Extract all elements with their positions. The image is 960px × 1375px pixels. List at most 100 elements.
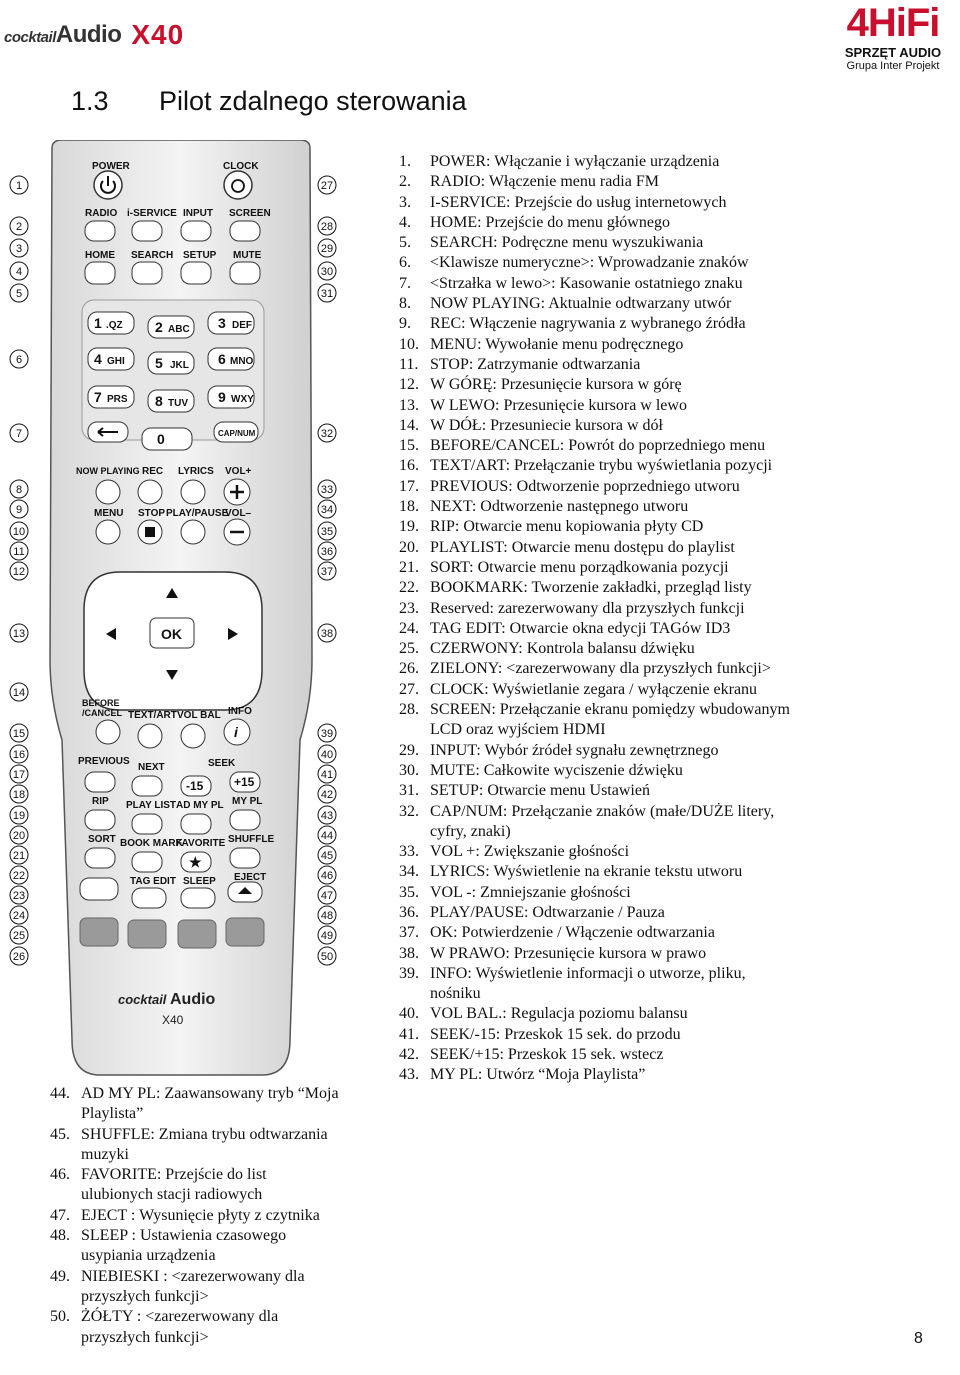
callout-circle <box>9 825 29 845</box>
item-text: VOL +: Zwiększanie głośności <box>430 843 630 861</box>
key-9 <box>207 385 255 409</box>
list-item: 1.POWER: Włączanie i wyłączanie urządzen… <box>399 152 794 172</box>
label-playlist: PLAY LIST <box>126 800 176 811</box>
item-number: 14. <box>399 416 419 434</box>
item-text: SHUFFLE: Zmiana trybu odtwarzania muzyki <box>81 1125 328 1163</box>
callout-number: 28 <box>321 221 333 233</box>
item-number: 22. <box>399 579 419 597</box>
item-number: 4. <box>399 213 411 231</box>
callout-circle <box>317 925 337 945</box>
item-text: TEXT/ART: Przełączanie trybu wyświetlani… <box>430 457 773 475</box>
callout-number: 11 <box>13 546 24 558</box>
callout-number: 36 <box>321 546 333 558</box>
item-text: SEARCH: Podręczne menu wyszukiwania <box>430 234 704 252</box>
item-text: PREVIOUS: Odtworzenie poprzedniego utwor… <box>430 477 740 495</box>
item-number: 46. <box>50 1166 70 1184</box>
clock-icon <box>231 179 245 193</box>
key-8-sub: TUV <box>168 398 188 409</box>
item-text: STOP: Zatrzymanie odtwarzania <box>430 355 641 373</box>
item-number: 45. <box>50 1125 70 1143</box>
section-title: Pilot zdalnego sterowania <box>159 86 467 116</box>
label-home: HOME <box>85 250 115 261</box>
item-text: SETUP: Otwarcie menu Ustawień <box>430 782 650 800</box>
list-item: 47.EJECT : Wysunięcie płyty z czytnika <box>50 1206 340 1226</box>
item-number: 7. <box>399 274 411 292</box>
key-8 <box>147 389 195 413</box>
callout-circle <box>9 845 29 865</box>
callout-number: 45 <box>321 850 333 862</box>
callout-circle <box>317 865 337 885</box>
item-text: INPUT: Wybór źródeł sygnału zewnętrznego <box>430 741 719 759</box>
callout-circle <box>9 561 29 581</box>
item-number: 32. <box>399 802 419 820</box>
label-bookmark: BOOK MARK <box>120 838 184 849</box>
callout-number: 29 <box>321 243 333 255</box>
shuffle-button <box>229 847 261 869</box>
callout-number: 4 <box>16 266 22 278</box>
callout-number: 41 <box>321 769 333 781</box>
label-minus15: -15 <box>186 779 204 793</box>
key-5-sub: JKL <box>170 360 189 371</box>
callout-number: 21 <box>13 850 25 862</box>
setup-button <box>180 261 212 285</box>
rip-button <box>84 809 116 831</box>
item-text: RADIO: Włączenie menu radia FM <box>430 173 659 191</box>
callout-number: 47 <box>321 890 333 902</box>
item-text: SORT: Otwarcie menu porządkowania pozycj… <box>430 558 729 576</box>
item-number: 19. <box>399 518 419 536</box>
label-eject: EJECT <box>234 872 266 883</box>
label-capnum: CAP/NUM <box>218 429 256 438</box>
item-number: 13. <box>399 396 419 414</box>
item-text: Reserved: zarezerwowany dla przyszłych f… <box>430 599 745 617</box>
item-text: POWER: Włączanie i wyłączanie urządzenia <box>430 153 720 170</box>
key-9-num: 9 <box>218 389 226 405</box>
item-text: CAP/NUM: Przełączanie znaków (małe/DUŻE … <box>430 802 775 840</box>
callout-circle <box>317 479 337 499</box>
callout-number: 7 <box>16 428 22 440</box>
callout-number: 42 <box>321 789 333 801</box>
label-mypl: MY PL <box>232 796 262 807</box>
callout-number: 17 <box>13 769 25 781</box>
callout-number: 16 <box>13 749 25 761</box>
callout-circle <box>9 925 29 945</box>
function-list-right: 1.POWER: Włączanie i wyłączanie urządzen… <box>399 152 794 1086</box>
item-text: SEEK/+15: Przeskok 15 sek. wstecz <box>430 1046 664 1064</box>
list-item: 5.SEARCH: Podręczne menu wyszukiwania <box>399 233 794 253</box>
callout-circle <box>317 764 337 784</box>
callout-circle <box>317 216 337 236</box>
list-item: 2.RADIO: Włączenie menu radia FM <box>399 172 794 192</box>
callout-number: 33 <box>321 484 333 496</box>
key-2 <box>147 315 195 339</box>
callout-number: 22 <box>13 870 25 882</box>
list-item: 33.VOL +: Zwiększanie głośności <box>399 842 794 862</box>
callout-circle <box>9 216 29 236</box>
item-number: 49. <box>50 1267 70 1285</box>
info-button <box>223 718 251 746</box>
list-item: 16.TEXT/ART: Przełączanie trybu wyświetl… <box>399 456 794 476</box>
item-text: RIP: Otwarcie menu kopiowania płyty CD <box>430 518 704 536</box>
callout-circle <box>317 946 337 966</box>
label-favorite: FAVORITE <box>176 838 226 849</box>
label-clock: CLOCK <box>223 161 259 172</box>
item-number: 35. <box>399 883 419 901</box>
key-7-sub: PRS <box>107 394 128 405</box>
key-4-num: 4 <box>94 351 102 367</box>
arrow-up-icon <box>166 588 178 598</box>
callout-circle <box>9 541 29 561</box>
callouts-right: 2728293031323334353637383940414243444546… <box>317 175 337 966</box>
item-text: EJECT : Wysunięcie płyty z czytnika <box>81 1206 320 1224</box>
callout-number: 8 <box>16 484 22 496</box>
item-text: FAVORITE: Przejście do list ulubionych s… <box>81 1166 267 1204</box>
key-5-num: 5 <box>155 355 163 371</box>
list-item: 19. RIP: Otwarcie menu kopiowania płyty C… <box>399 517 794 537</box>
next-button <box>131 775 163 797</box>
item-number: 50. <box>50 1308 70 1326</box>
callout-circle <box>9 946 29 966</box>
callout-number: 32 <box>321 428 333 440</box>
dealer-tagline: SPRZĘT AUDIO <box>844 45 942 60</box>
callout-circle <box>9 764 29 784</box>
item-number: 48. <box>50 1227 70 1245</box>
callout-number: 24 <box>13 910 25 922</box>
callout-number: 13 <box>13 628 25 640</box>
